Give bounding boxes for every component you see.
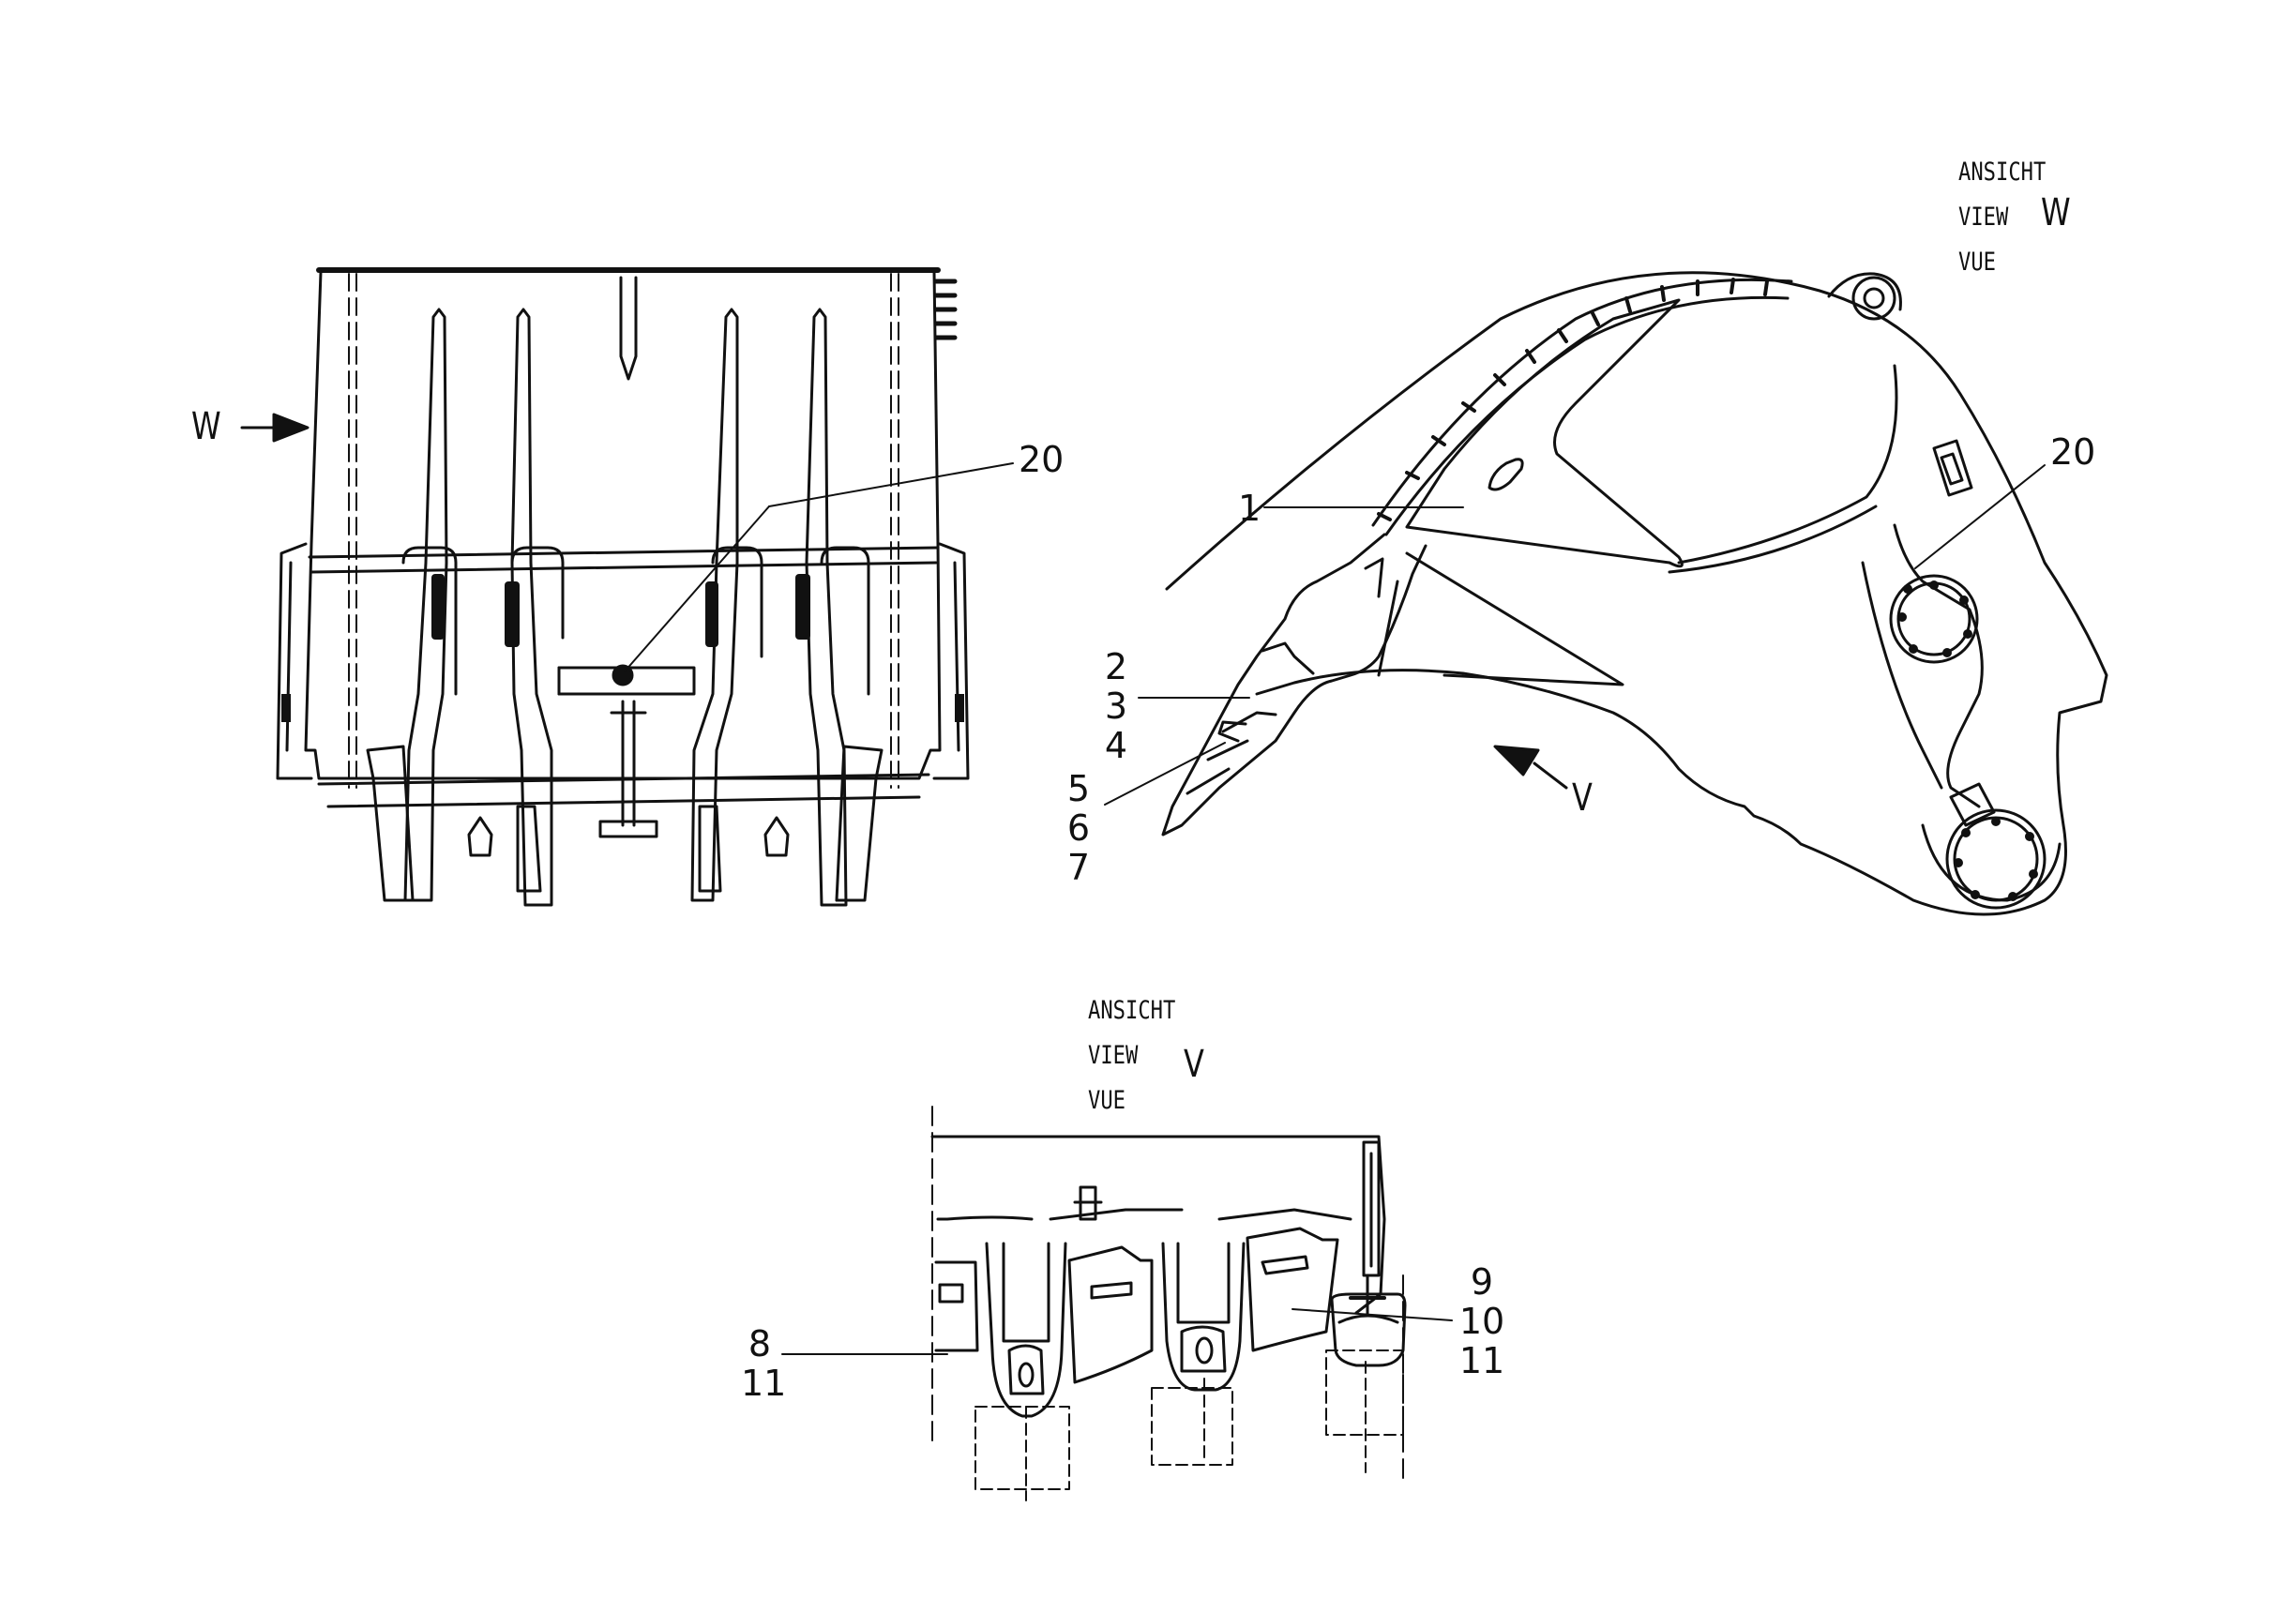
view-v-line1: ANSICHT — [1088, 996, 1176, 1025]
side-view-bucket — [1104, 271, 2108, 916]
callout-4: 4 — [1104, 725, 1128, 766]
view-v-line3: VUE — [1088, 1086, 1126, 1115]
callout-bottom-8-11: 8 11 — [741, 1323, 787, 1404]
callout-8: 8 — [748, 1323, 772, 1364]
callout-side-20: 20 — [2050, 431, 2096, 473]
view-v-caption: ANSICHT VIEW VUE — [1088, 988, 1175, 1123]
view-v-letter: V — [1184, 1043, 1204, 1086]
callout-bottom-9-10-11: 9 10 11 — [1454, 1262, 1510, 1380]
callout-10: 10 — [1458, 1301, 1505, 1342]
callout-side-5-6-7: 5 6 7 — [1060, 769, 1097, 887]
callout-11-right: 11 — [1458, 1340, 1505, 1381]
callout-side-1: 1 — [1238, 488, 1261, 529]
view-w-line2: VIEW — [1958, 203, 2009, 232]
callout-side-2-3-4: 2 3 4 — [1097, 647, 1135, 765]
callout-9: 9 — [1470, 1261, 1494, 1303]
callout-11-left: 11 — [741, 1363, 787, 1404]
tooth-adapters — [985, 1242, 1407, 1418]
view-v-line2: VIEW — [1088, 1041, 1139, 1070]
view-w-line1: ANSICHT — [1958, 158, 2047, 187]
arrow-w-label: W — [191, 405, 221, 448]
bottom-view-v — [781, 1106, 1453, 1501]
callout-front-20: 20 — [1019, 439, 1065, 480]
view-w-caption: ANSICHT VIEW VUE — [1958, 150, 2046, 285]
view-w-line3: VUE — [1958, 248, 1997, 277]
callout-3: 3 — [1104, 686, 1128, 727]
ripper-tines — [403, 308, 848, 907]
callout-6: 6 — [1066, 807, 1091, 849]
callout-5: 5 — [1066, 768, 1091, 809]
arrow-v-label: V — [1572, 776, 1593, 820]
callout-7: 7 — [1066, 847, 1091, 888]
callout-2: 2 — [1104, 646, 1128, 687]
view-w-letter: W — [2041, 191, 2071, 234]
front-view-bucket — [240, 267, 1014, 907]
